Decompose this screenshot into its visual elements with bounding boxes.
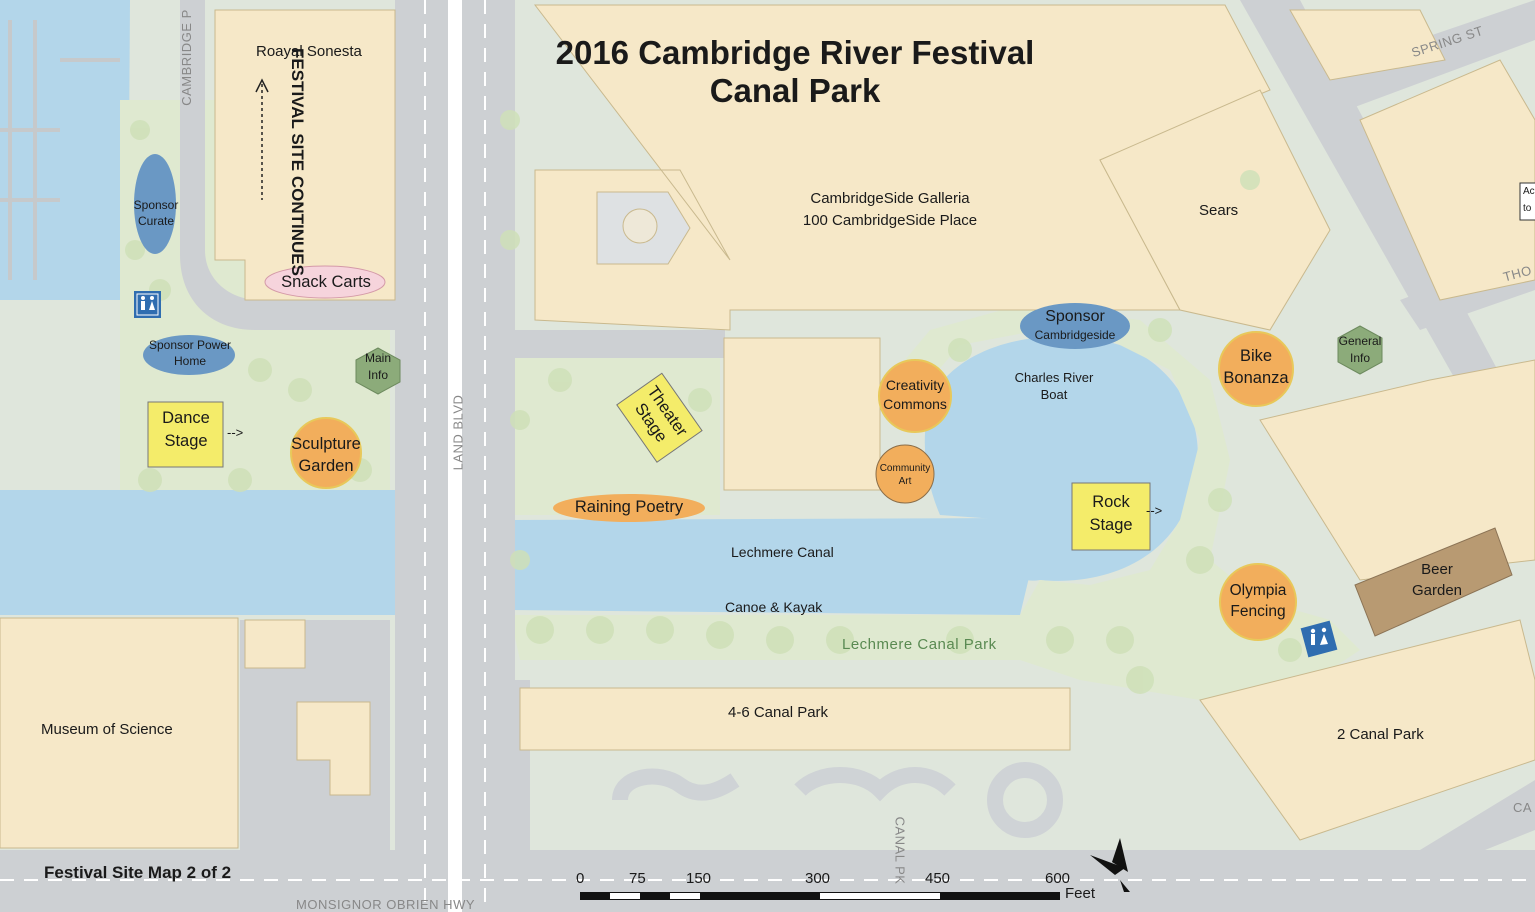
- land-blvd-label: LAND BLVD: [450, 394, 466, 471]
- community-art-marker[interactable]: [875, 444, 935, 504]
- sponsor-cambridgeside-label-2: Cambridgeside: [1034, 328, 1116, 342]
- scale-tick-600: 600: [1045, 870, 1071, 887]
- tree-canopy: [125, 110, 1302, 694]
- museum-label: Museum of Science: [41, 721, 173, 738]
- road-median: [448, 0, 462, 912]
- scale-unit: Feet: [1065, 885, 1096, 902]
- main-info-label: Main Info: [364, 351, 391, 382]
- sponsor-power-home-label: Sponsor Power Home: [148, 338, 232, 368]
- canal-2-label: 2 Canal Park: [1337, 726, 1424, 743]
- sponsor-cambridgeside-marker[interactable]: [1020, 303, 1130, 349]
- canal-label: Lechmere Canal: [731, 544, 834, 560]
- olympia-fencing-marker[interactable]: [1219, 563, 1297, 641]
- hotel-label: Roayal Sonesta: [256, 43, 362, 60]
- raining-poetry-label: Raining Poetry: [574, 498, 684, 516]
- edge-note-line-1: Ac: [1523, 186, 1535, 197]
- canal-pk-label: CANAL PK: [892, 816, 908, 885]
- beer-garden-marker[interactable]: [1354, 527, 1513, 637]
- olympia-fencing-label: Olympia Fencing: [1229, 582, 1287, 620]
- beer-garden-label: Beer Garden: [1411, 561, 1463, 599]
- restroom-icon: [134, 291, 161, 318]
- canal-46-label: 4-6 Canal Park: [728, 704, 829, 721]
- main-info-marker[interactable]: [355, 347, 401, 395]
- plaza-loops: [612, 762, 1063, 838]
- scale-tick-75: 75: [629, 870, 646, 887]
- dance-stage-marker[interactable]: [147, 401, 224, 468]
- bike-bonanza-marker[interactable]: [1218, 331, 1294, 407]
- scale-tick-0: 0: [576, 870, 585, 887]
- snack-carts-marker[interactable]: [264, 265, 386, 299]
- boat-label: Charles River Boat: [1014, 370, 1094, 402]
- continues-arrow-icon: [255, 78, 269, 200]
- mall-address-label: 100 CambridgeSide Place: [802, 212, 978, 229]
- rock-stage-label: Rock Stage: [1089, 493, 1133, 534]
- continues-note: FESTIVAL SITE CONTINUES: [288, 48, 307, 276]
- canoe-label: Canoe & Kayak: [725, 599, 823, 615]
- rock-stage-arrow: -->: [1146, 503, 1163, 518]
- obrien-hwy-label: MONSIGNOR OBRIEN HWY: [296, 897, 476, 912]
- general-info-label: General Info: [1338, 334, 1382, 365]
- community-art-label: Community Art: [879, 463, 931, 487]
- sponsor-power-home-marker[interactable]: [143, 335, 235, 375]
- sears-label: Sears: [1199, 202, 1239, 219]
- edge-street-label: CA: [1513, 800, 1533, 815]
- restroom-icon: [1300, 620, 1338, 658]
- scale-tick-450: 450: [925, 870, 951, 887]
- rock-stage-marker[interactable]: [1071, 482, 1151, 551]
- map-number-label: Festival Site Map 2 of 2: [44, 863, 232, 882]
- marina-docks: [0, 20, 120, 280]
- scale-bar: [580, 892, 1060, 900]
- sponsor-curate-label: Sponsor Curate: [133, 198, 179, 228]
- park-label: Lechmere Canal Park: [842, 636, 997, 653]
- bike-bonanza-label: Bike Bonanza: [1223, 347, 1289, 387]
- sponsor-curate-marker[interactable]: [134, 154, 176, 254]
- general-info-marker[interactable]: [1337, 325, 1383, 375]
- dance-stage-label: Dance Stage: [162, 409, 210, 450]
- parking-garage: [596, 191, 691, 265]
- edge-notice-box: [1519, 182, 1535, 221]
- dance-stage-arrow: -->: [227, 425, 244, 440]
- map-title: 2016 Cambridge River Festival Canal Park: [510, 34, 1080, 110]
- title-line-2: Canal Park: [709, 72, 881, 109]
- sculpture-garden-label: Sculpture Garden: [291, 435, 361, 475]
- mall-name-label: CambridgeSide Galleria: [810, 190, 970, 207]
- title-line-1: 2016 Cambridge River Festival: [555, 34, 1035, 71]
- cambridge-pkwy-label: CAMBRIDGE P: [178, 9, 194, 106]
- water-areas: [0, 0, 1198, 615]
- edge-note-line-2: to: [1523, 203, 1532, 214]
- sponsor-cambridgeside-label-1: Sponsor: [1045, 308, 1105, 325]
- creativity-commons-marker[interactable]: [878, 359, 952, 433]
- snack-carts-label: Snack Carts: [281, 273, 371, 291]
- scale-tick-300: 300: [805, 870, 831, 887]
- creativity-commons-label: Creativity Commons: [883, 377, 947, 412]
- north-arrow-icon: [1090, 838, 1130, 892]
- theater-stage-marker[interactable]: [616, 372, 703, 463]
- sculpture-garden-marker[interactable]: [290, 417, 362, 489]
- scale-tick-150: 150: [686, 870, 712, 887]
- raining-poetry-marker[interactable]: [553, 494, 705, 522]
